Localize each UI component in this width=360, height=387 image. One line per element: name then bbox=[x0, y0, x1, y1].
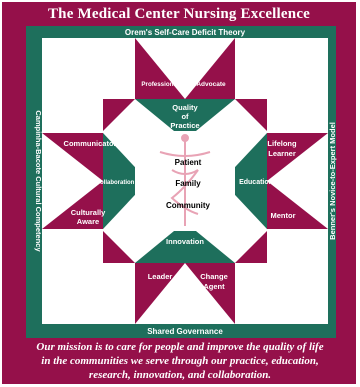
page-title: The Medical Center Nursing Excellence bbox=[47, 6, 311, 22]
inner-corners bbox=[103, 99, 267, 263]
label-communicator: Communicator bbox=[64, 139, 117, 148]
star-point-right-top bbox=[267, 133, 328, 181]
star-point-bottom-right bbox=[185, 263, 235, 324]
star-point-left-bottom bbox=[42, 181, 103, 229]
label-lifelong-2: Learner bbox=[268, 149, 296, 158]
label-quality-3: Practice bbox=[170, 121, 199, 130]
label-leader: Leader bbox=[148, 272, 173, 281]
center-family: Family bbox=[175, 179, 201, 188]
star-point-left-top bbox=[42, 133, 103, 181]
label-lifelong-1: Lifelong bbox=[267, 139, 297, 148]
label-quality-2: of bbox=[181, 112, 189, 121]
caduceus-icon bbox=[159, 134, 211, 226]
label-mentor: Mentor bbox=[271, 211, 296, 220]
mission-line-2: in the communities we serve through our … bbox=[41, 355, 319, 367]
border-right-label: Benner's Novice-to-Expert Model bbox=[328, 122, 337, 240]
label-change-1: Change bbox=[200, 272, 228, 281]
label-culturally-2: Aware bbox=[77, 217, 99, 226]
border-left-label: Campinha-Bacote Cultural Competency bbox=[34, 110, 43, 252]
border-bottom-label: Shared Governance bbox=[147, 327, 223, 336]
border-top-label: Orem's Self-Care Deficit Theory bbox=[125, 28, 246, 37]
mission-statement: Our mission is to care for people and im… bbox=[14, 340, 346, 382]
label-quality-1: Quality bbox=[172, 103, 198, 112]
label-collaboration: Collaboration bbox=[96, 180, 135, 186]
label-change-2: Agent bbox=[203, 282, 225, 291]
label-culturally-1: Culturally bbox=[71, 208, 106, 217]
center-patient: Patient bbox=[175, 158, 202, 167]
label-professional: Professional bbox=[141, 81, 178, 88]
mission-line-1: Our mission is to care for people and im… bbox=[36, 341, 324, 353]
star-points bbox=[42, 38, 328, 324]
kite-right bbox=[222, 133, 267, 229]
label-advocate: Advocate bbox=[196, 81, 226, 88]
label-education: Education bbox=[239, 179, 273, 186]
green-kites bbox=[103, 99, 267, 263]
inner-corner-tr bbox=[235, 99, 267, 131]
star-point-right-bottom bbox=[267, 181, 328, 229]
kite-left bbox=[103, 133, 148, 229]
inner-corner-tl bbox=[103, 99, 135, 131]
inner-corner-br bbox=[235, 231, 267, 263]
mission-line-3: research, innovation, and collaboration. bbox=[88, 369, 272, 381]
kite-top bbox=[135, 99, 235, 140]
center-community: Community bbox=[166, 201, 211, 210]
star-point-top-left bbox=[135, 38, 185, 99]
kite-bottom bbox=[135, 222, 235, 263]
inner-corner-bl bbox=[103, 231, 135, 263]
star-point-top-right bbox=[185, 38, 235, 99]
label-innovation: Innovation bbox=[166, 237, 204, 246]
star-point-bottom-left bbox=[135, 263, 185, 324]
